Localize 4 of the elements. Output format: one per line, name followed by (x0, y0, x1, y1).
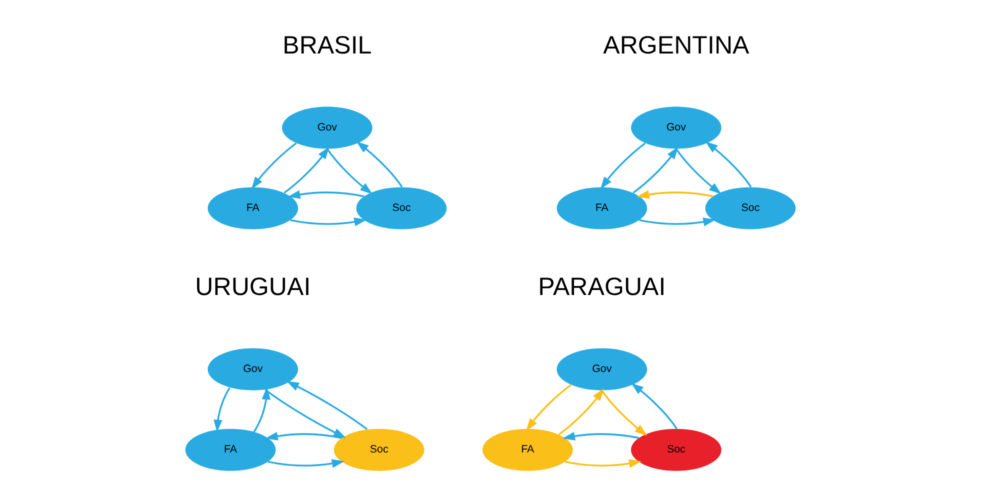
label: URUGUAI (195, 272, 311, 301)
label: BRASIL (282, 31, 372, 60)
label: PARAGUAI (538, 272, 666, 301)
label: ARGENTINA (603, 31, 750, 60)
